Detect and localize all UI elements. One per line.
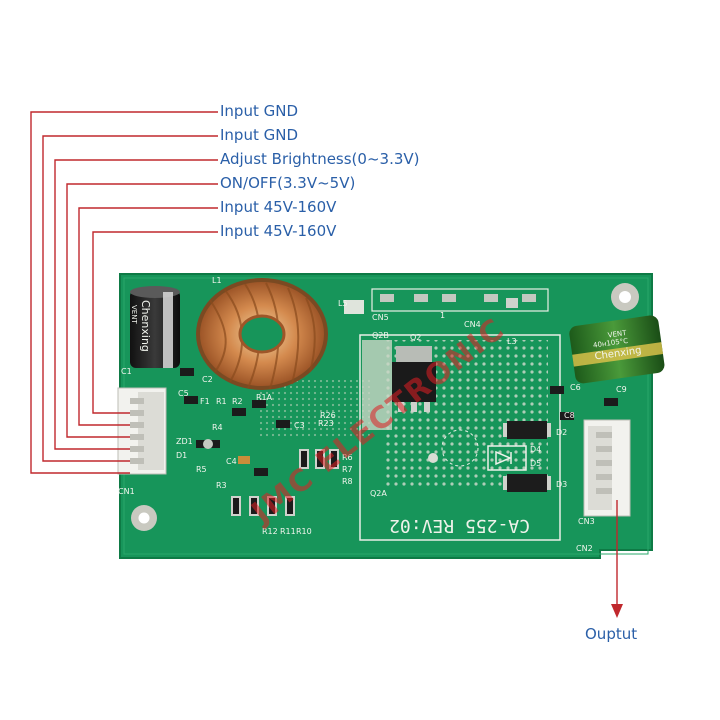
pin-label-input-gnd-1: Input GND: [220, 102, 299, 120]
ic-chip-lower: [503, 474, 551, 492]
silk-cn4: CN4: [464, 320, 481, 329]
cap-vent: VENT: [607, 329, 627, 340]
silk-zd1: ZD1: [176, 437, 193, 446]
top-smd-row: [344, 288, 549, 314]
silk-r1: R1: [216, 397, 227, 406]
c1-brand: Chenxing: [139, 300, 152, 352]
connector-cn3: [583, 419, 631, 517]
silkscreen-labels: L1 L5 L3 C1 C2 CN1 CN2 CN3 CN4 CN5 Q2 Q2…: [118, 276, 627, 553]
pin-label-adjust-brightness: Adjust Brightness(0~3.3V): [220, 150, 420, 168]
silk-f1: F1: [200, 397, 210, 406]
pin-label-input-voltage-2: Input 45V-160V: [220, 222, 337, 240]
ground-plane-dots-small: [260, 380, 370, 440]
pin-label-input-gnd-2: Input GND: [220, 126, 299, 144]
silk-c5: C5: [178, 389, 189, 398]
silk-r3: R3: [216, 481, 227, 490]
silk-cn2: CN2: [576, 544, 593, 553]
silk-l3: L3: [507, 337, 517, 346]
silk-r10: R10: [296, 527, 312, 536]
dashed-ring: [441, 429, 479, 467]
mosfet-q2: [392, 346, 436, 412]
silk-r23: R23: [318, 419, 334, 428]
smd-parts-left: [180, 298, 618, 476]
silk-d2: D2: [556, 428, 567, 437]
silk-cn1: CN1: [118, 487, 135, 496]
pin-label-on-off: ON/OFF(3.3V~5V): [220, 174, 356, 192]
c1-vent: VENT: [130, 305, 138, 324]
silk-cn5: CN5: [372, 313, 389, 322]
silk-cn3: CN3: [578, 517, 595, 526]
silk-r6: R6: [342, 453, 353, 462]
capacitor-green: Chenxing VENT 40ʜ105°C: [569, 315, 665, 384]
silk-r2: R2: [232, 397, 243, 406]
output-label: Ouptut: [585, 625, 638, 643]
silk-c3: C3: [294, 421, 305, 430]
capacitor-c1: Chenxing VENT: [130, 286, 180, 368]
silk-q2a: Q2A: [370, 489, 387, 498]
silk-r5: R5: [196, 465, 207, 474]
via-hole: [428, 453, 438, 463]
silk-l5: L5: [338, 299, 348, 308]
silkscreen-zone: [359, 334, 561, 541]
toroid-inductor-l1: [196, 278, 328, 390]
silk-r7: R7: [342, 465, 353, 474]
mounting-hole-bl: [131, 505, 157, 531]
silk-c8: C8: [564, 411, 575, 420]
output-arrow: [611, 500, 623, 618]
silk-c2: C2: [202, 375, 213, 384]
mounting-hole-tr: [611, 283, 639, 311]
silk-q2b: Q2B: [372, 331, 389, 340]
silk-r1a: R1A: [256, 393, 273, 402]
diode-symbol: [487, 445, 527, 471]
board-model-silk: CA-255 REV:02: [389, 515, 530, 536]
smd-resistor-row: [231, 449, 339, 516]
silk-r26: R26: [320, 411, 336, 420]
silk-c1: C1: [121, 367, 132, 376]
leader-wires: [30, 111, 218, 474]
ic-chip-upper: [503, 421, 551, 439]
connector-cn1: [117, 387, 167, 475]
silk-c9: C9: [616, 385, 627, 394]
silk-d4: D4: [530, 445, 541, 454]
silk-q2: Q2: [410, 333, 421, 342]
silk-r4: R4: [212, 423, 223, 432]
silk-d5: D5: [530, 459, 541, 468]
silk-1: 1: [440, 311, 445, 320]
silk-d3: D3: [556, 480, 567, 489]
silk-r11: R11: [280, 527, 296, 536]
pin-label-input-voltage-1: Input 45V-160V: [220, 198, 337, 216]
silk-c6: C6: [570, 383, 581, 392]
silk-l1: L1: [212, 276, 222, 285]
silk-r12: R12: [262, 527, 278, 536]
heatsink-pad: [362, 340, 392, 430]
silk-c4: C4: [226, 457, 237, 466]
silk-d1: D1: [176, 451, 187, 460]
silk-r8: R8: [342, 477, 353, 486]
